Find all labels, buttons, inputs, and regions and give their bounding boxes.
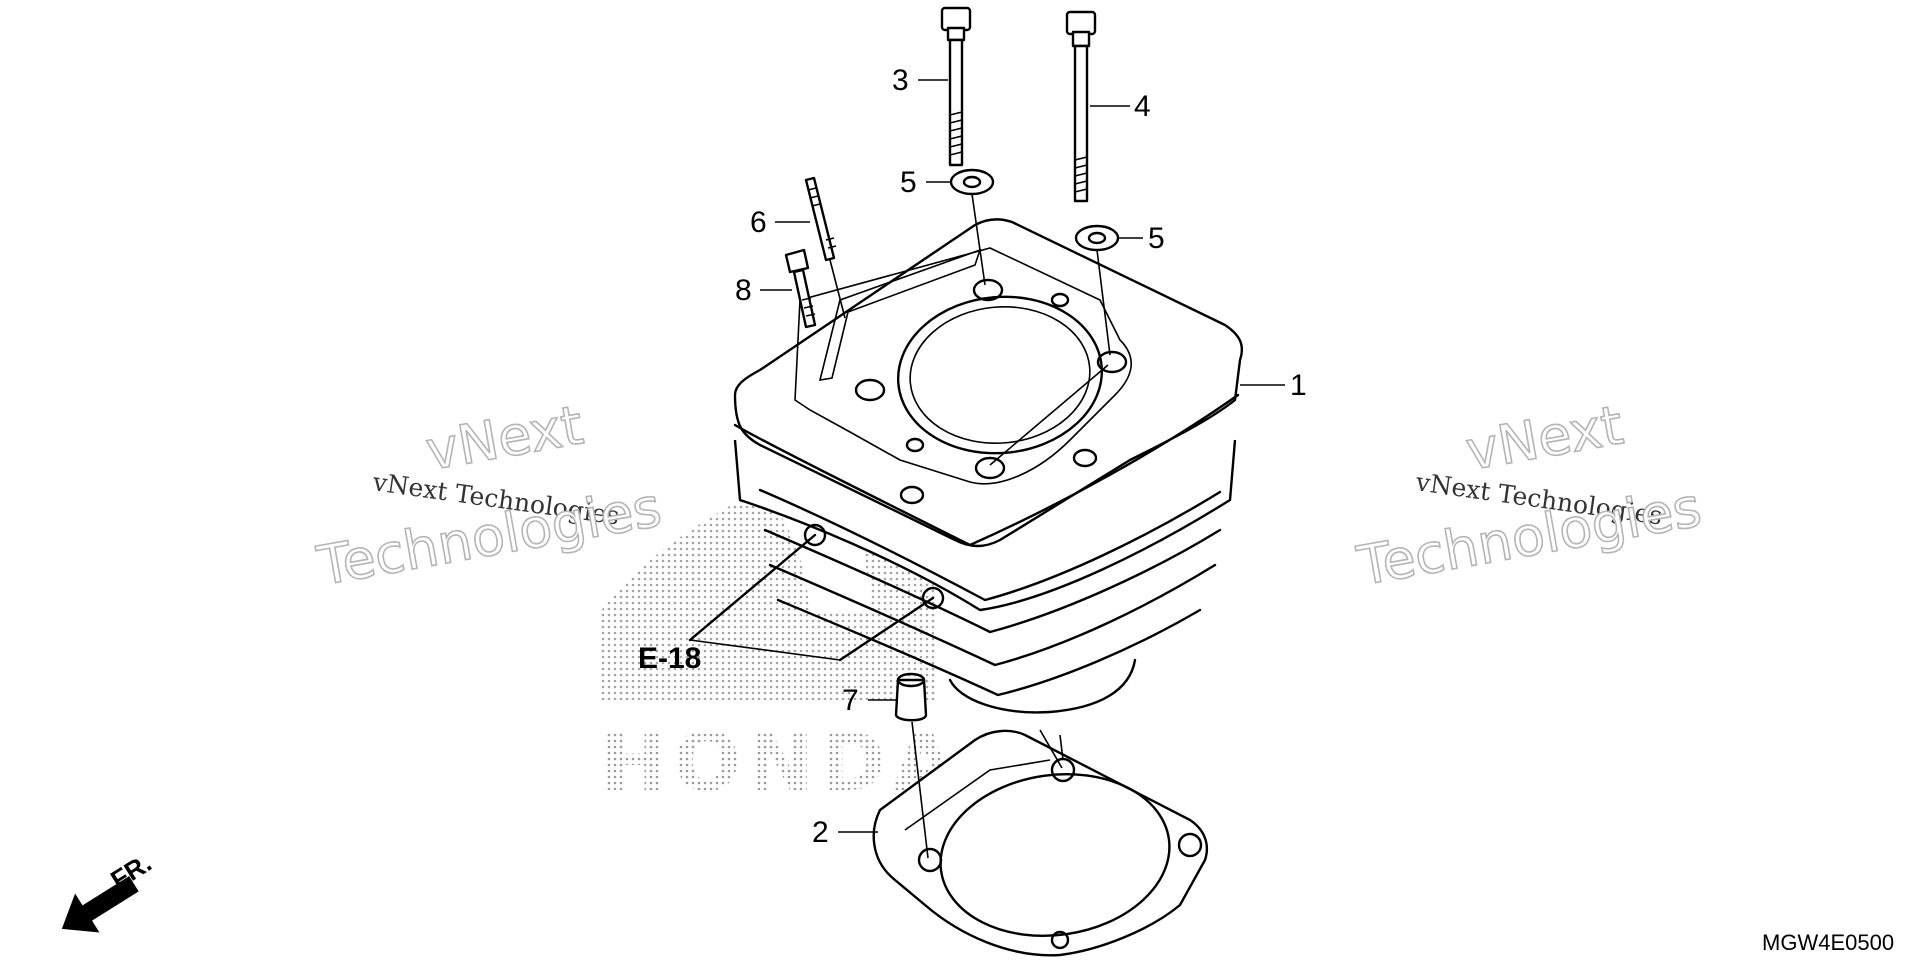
callout-5a: 5 bbox=[900, 166, 917, 199]
cylinder-base-gasket-part[interactable] bbox=[872, 729, 1209, 957]
callout-3: 3 bbox=[892, 64, 909, 97]
leader-lines bbox=[688, 79, 1285, 859]
callout-6: 6 bbox=[750, 206, 767, 239]
watermark-big-line1: vNext bbox=[1461, 393, 1627, 482]
washer-part-5a[interactable] bbox=[949, 168, 995, 196]
diagram-code: MGW4E0500 bbox=[1762, 930, 1894, 955]
callout-8: 8 bbox=[735, 274, 752, 307]
watermark-big-line1: vNext bbox=[421, 393, 587, 482]
background-logo: HONDA bbox=[600, 470, 960, 809]
bolt-part-4[interactable] bbox=[1065, 10, 1097, 203]
washer-part-5b[interactable] bbox=[1074, 224, 1120, 252]
callout-1: 1 bbox=[1290, 369, 1307, 402]
watermark-right: vNext Technologies vNext Technologies bbox=[1352, 393, 1707, 599]
bolt-part-3[interactable] bbox=[940, 6, 972, 167]
front-arrow-icon bbox=[61, 876, 139, 933]
stud-part-6[interactable] bbox=[804, 176, 837, 262]
watermark-left: vNext Technologies vNext Technologies bbox=[312, 393, 667, 599]
bolt-part-8[interactable] bbox=[784, 248, 817, 329]
callout-4: 4 bbox=[1134, 90, 1151, 123]
background-logo-text: HONDA bbox=[600, 716, 960, 809]
dowel-pin-part-7[interactable] bbox=[894, 672, 928, 722]
front-direction-indicator: FR. bbox=[61, 847, 157, 933]
reference-label[interactable]: E-18 bbox=[638, 642, 701, 675]
callout-7: 7 bbox=[842, 684, 859, 717]
callout-2: 2 bbox=[812, 816, 829, 849]
callout-5b: 5 bbox=[1148, 222, 1165, 255]
